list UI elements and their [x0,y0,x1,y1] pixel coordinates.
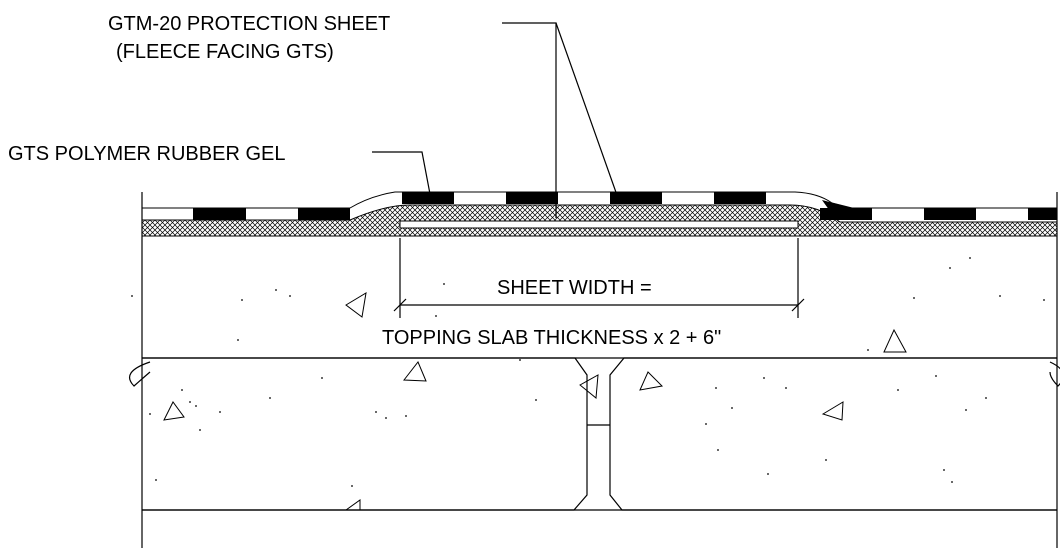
aggregate-speck [351,485,353,487]
aggregate-speck [763,377,765,379]
aggregate-speck [999,295,1001,297]
precast-planks [142,357,1057,511]
protection-sheet [399,220,799,229]
membrane-dash [822,200,852,220]
membrane-dash [714,192,766,204]
membrane-dash [610,192,662,204]
aggregate-speck [535,399,537,401]
aggregate-speck [1043,299,1045,301]
aggregate-speck [199,429,201,431]
aggregate-speck [321,377,323,379]
aggregate-speck [943,469,945,471]
aggregate-speck [237,339,239,341]
membrane-dash [1028,208,1057,220]
aggregate-speck [275,289,277,291]
membrane-dash [924,208,976,220]
aggregate-speck [219,411,221,413]
break-left-icon [129,361,151,387]
topping-slab [141,192,1058,548]
aggregate-speck [767,473,769,475]
membrane-dash [298,208,350,220]
membrane-dash [193,208,246,220]
aggregate-speck [985,397,987,399]
sheet-width-label: SHEET WIDTH = [497,277,652,299]
aggregate-specks [131,257,1045,487]
aggregate-speck [655,341,657,343]
protection-sheet-label: GTM-20 PROTECTION SHEET [108,13,390,35]
aggregate-speck [435,315,437,317]
aggregate-speck [731,407,733,409]
aggregate-speck [385,417,387,419]
membrane-dash [402,192,454,204]
aggregate-symbols [163,292,907,511]
aggregate-speck [951,481,953,483]
aggregate-speck [717,449,719,451]
sheet-width-formula: TOPPING SLAB THICKNESS x 2 + 6" [382,327,721,349]
aggregate-speck [195,405,197,407]
aggregate-speck [969,257,971,259]
aggregate-speck [443,283,445,285]
membrane-dashes [193,192,1057,220]
aggregate-speck [935,375,937,377]
aggregate-speck [897,389,899,391]
aggregate-speck [965,409,967,411]
aggregate-speck [181,389,183,391]
aggregate-speck [375,411,377,413]
aggregate-speck [131,295,133,297]
aggregate-speck [949,267,951,269]
membrane-dash [506,192,558,204]
aggregate-speck [149,413,151,415]
aggregate-speck [189,401,191,403]
aggregate-speck [825,459,827,461]
aggregate-speck [519,359,521,361]
aggregate-speck [867,349,869,351]
aggregate-speck [913,297,915,299]
break-right-icon [1049,361,1060,387]
aggregate-speck [715,387,717,389]
aggregate-speck [705,423,707,425]
sheet-width-dimension [393,238,805,318]
aggregate-speck [269,397,271,399]
rubber-gel-label: GTS POLYMER RUBBER GEL [8,143,285,165]
aggregate-speck [405,415,407,417]
membrane-outline [142,191,1057,221]
aggregate-speck [155,479,157,481]
aggregate-speck [785,387,787,389]
aggregate-speck [241,299,243,301]
aggregate-speck [289,295,291,297]
leader-lines [372,22,619,218]
protection-sheet-note: (FLEECE FACING GTS) [116,41,334,63]
